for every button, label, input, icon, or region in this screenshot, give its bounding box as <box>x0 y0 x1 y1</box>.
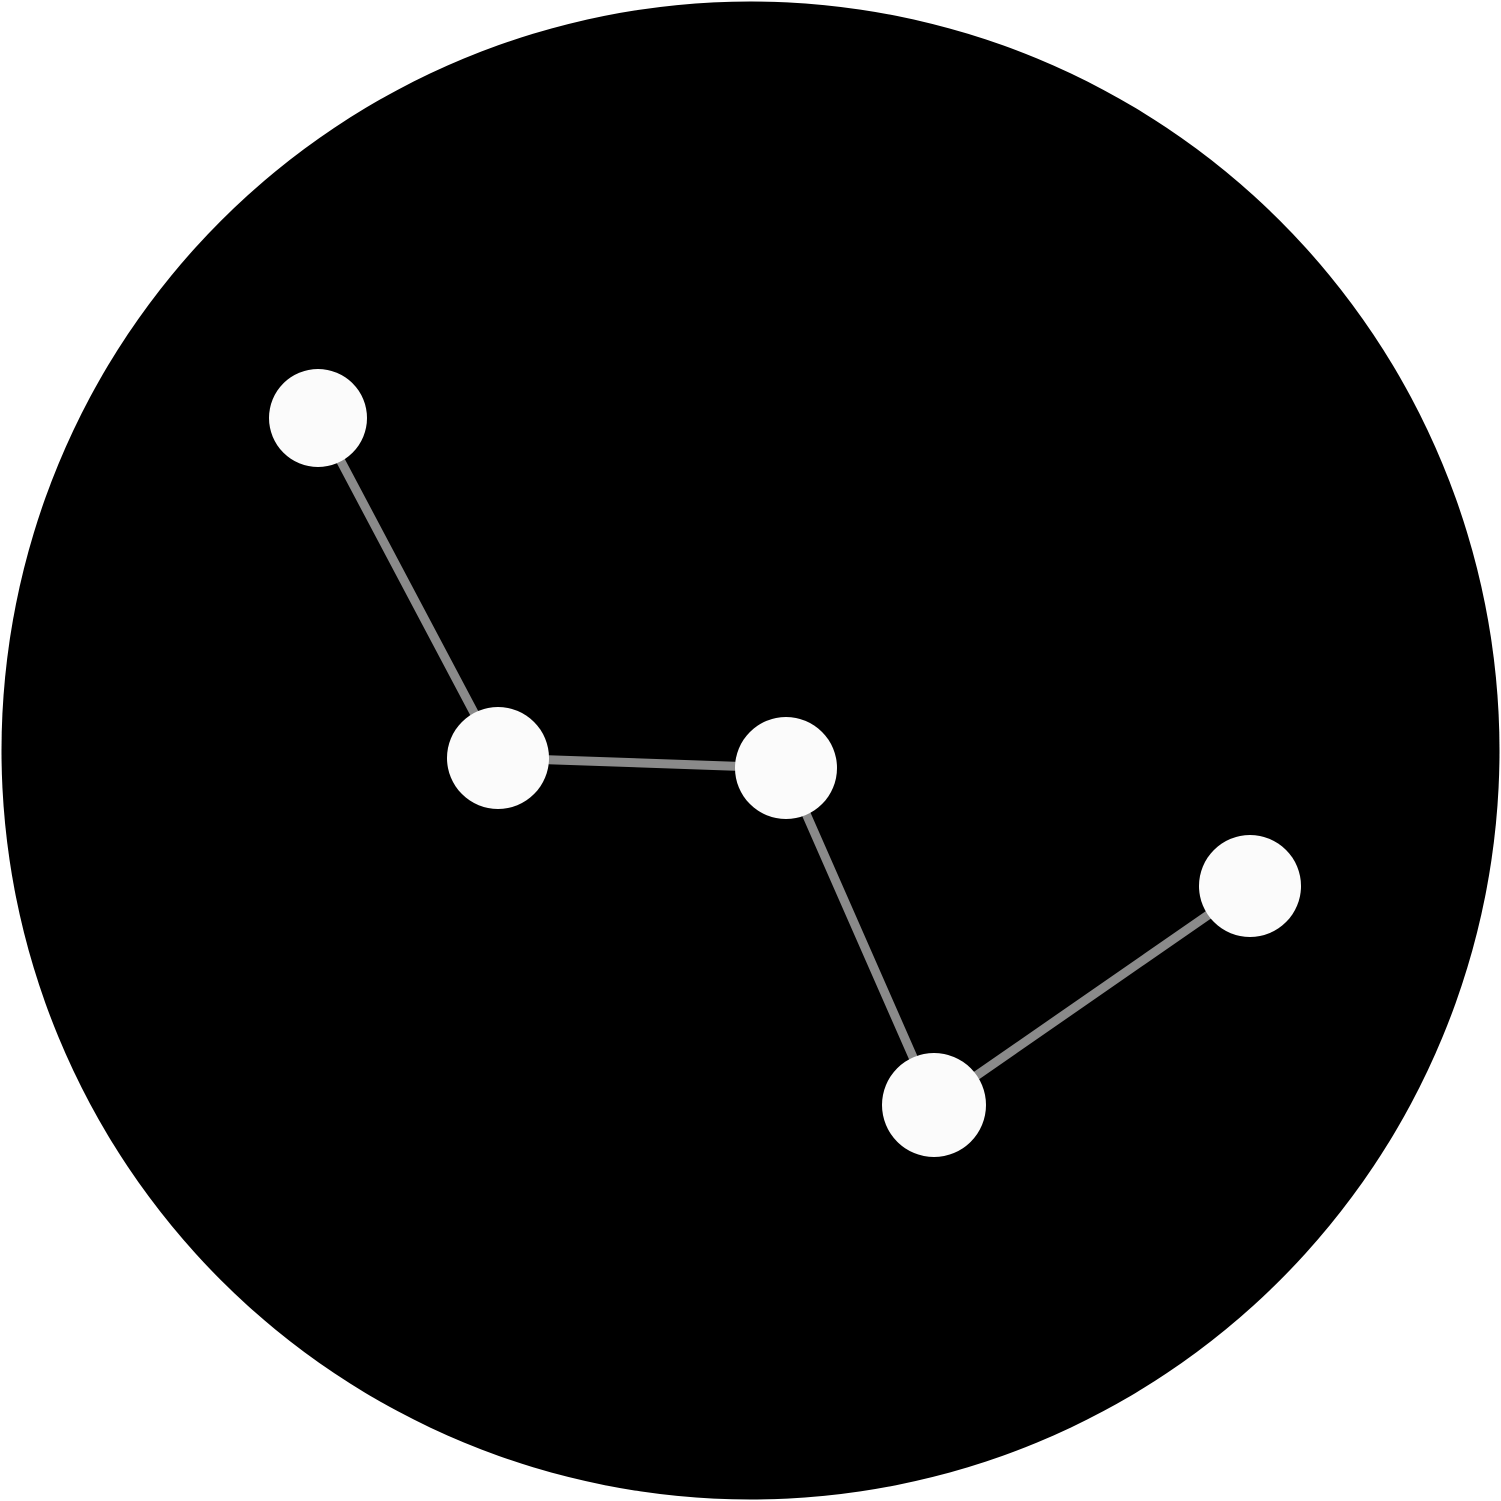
star-5 <box>1199 835 1301 937</box>
constellation-stars <box>269 369 1301 1157</box>
constellation-lines <box>313 413 1255 1110</box>
constellation-line-3 <box>781 763 939 1110</box>
constellation-line-4 <box>929 881 1255 1110</box>
star-4 <box>882 1053 986 1157</box>
star-1 <box>269 369 367 467</box>
constellation-line-1 <box>313 413 503 763</box>
star-2 <box>447 707 549 809</box>
star-3 <box>735 717 837 819</box>
